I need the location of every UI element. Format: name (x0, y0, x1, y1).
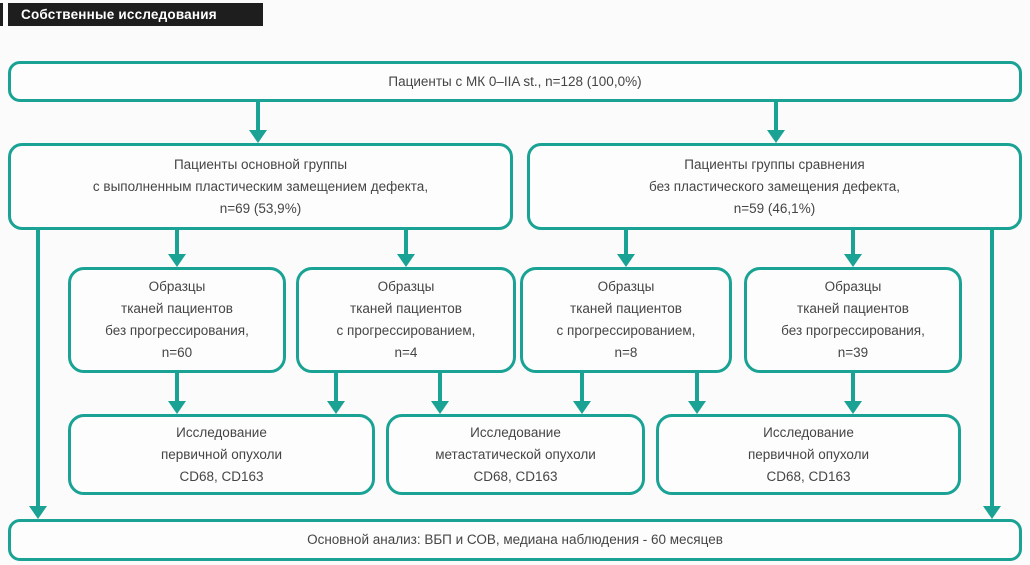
flow-box-study-metastatic: Исследование метастатической опухоли CD6… (386, 414, 645, 495)
flow-box-final-analysis: Основной анализ: ВБП и СОВ, медиана набл… (8, 519, 1022, 561)
flow-box-study-primary-comparison: Исследование первичной опухоли CD68, CD1… (656, 414, 961, 495)
arrow-group-main-to-final-analysis (36, 230, 40, 506)
section-header-label: Собственные исследования (21, 7, 217, 22)
flow-box-group-comparison: Пациенты группы сравнения без пластическ… (527, 143, 1022, 230)
arrow-root-to-group-comparison (774, 102, 778, 130)
arrow-group-comparison-to-samples-no-progression (851, 230, 855, 254)
arrow-samples4-to-study-metastatic (438, 373, 442, 401)
flow-box-group-main: Пациенты основной группы с выполненным п… (8, 143, 513, 230)
arrow-group-comparison-to-samples-progression (624, 230, 628, 254)
page-edge-mark (0, 3, 3, 26)
flow-box-samples-main-no-progression: Образцы тканей пациентов без прогрессиро… (68, 267, 286, 373)
arrow-group-main-to-samples-progression (404, 230, 408, 254)
arrow-samples4-to-study-primary-main (334, 373, 338, 401)
arrow-group-main-to-samples-no-progression (175, 230, 179, 254)
arrow-samples39-to-study-primary-comparison (851, 373, 855, 401)
flow-box-study-primary-main: Исследование первичной опухоли CD68, CD1… (68, 414, 375, 495)
flow-box-root: Пациенты с МК 0–IIA st., n=128 (100,0%) (8, 61, 1022, 102)
section-header: Собственные исследования (8, 3, 263, 26)
arrow-samples60-to-study-primary-main (175, 373, 179, 401)
arrow-group-comparison-to-final-analysis (990, 230, 994, 506)
flow-box-samples-comparison-no-progression: Образцы тканей пациентов без прогрессиро… (744, 267, 962, 373)
arrow-samples8-to-study-metastatic (580, 373, 584, 401)
flow-box-samples-main-progression: Образцы тканей пациентов с прогрессирова… (296, 267, 516, 373)
arrow-root-to-group-main (256, 102, 260, 130)
flow-box-samples-comparison-progression: Образцы тканей пациентов с прогрессирова… (520, 267, 732, 373)
arrow-samples8-to-study-primary-comparison (695, 373, 699, 401)
